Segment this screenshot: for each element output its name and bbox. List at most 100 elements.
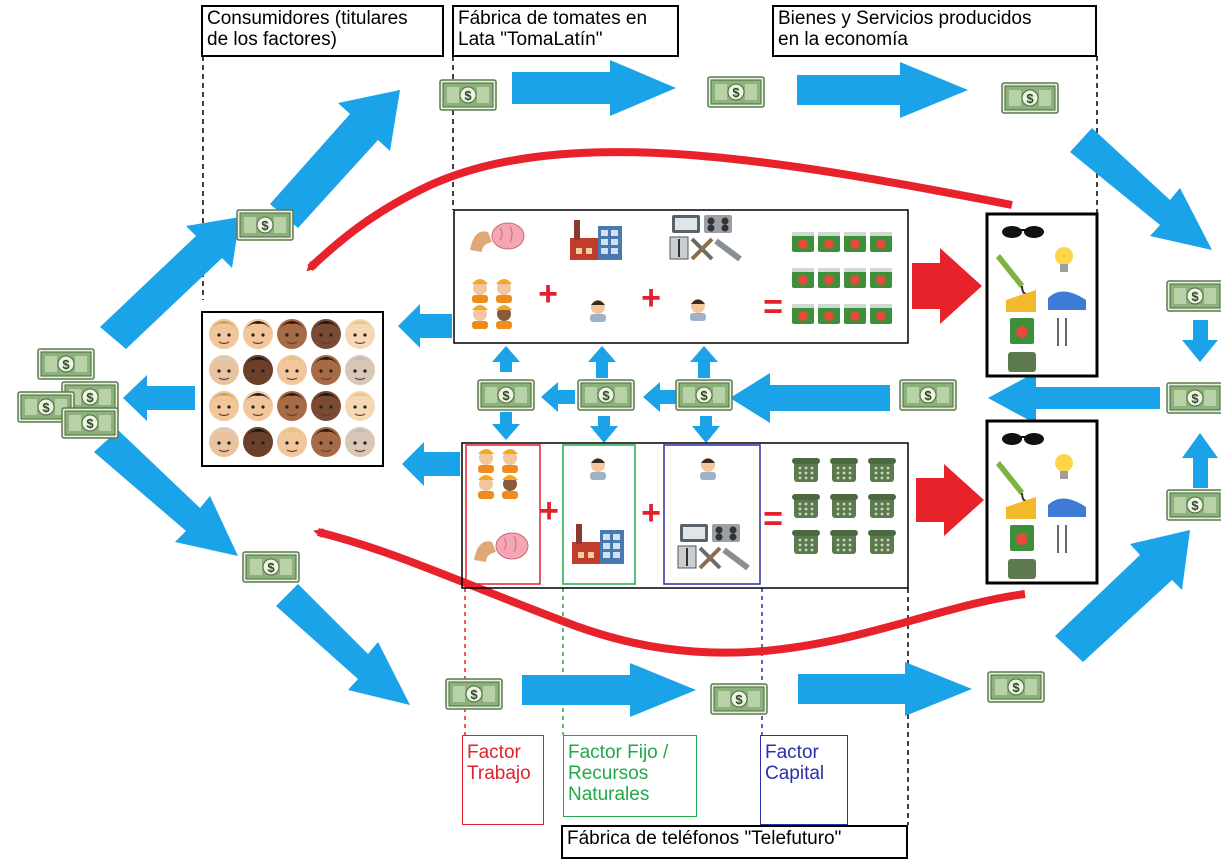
- banknote-icon: $: [236, 209, 294, 241]
- arrow-left-up-2: [270, 90, 400, 228]
- arrow-left-down-1: [94, 430, 238, 556]
- phone-production-box: [461, 442, 909, 589]
- label-consumers: Consumidores (titulares de los factores): [201, 5, 444, 57]
- arrow-top-2: [797, 62, 968, 118]
- label-factor-capital: Factor Capital: [760, 735, 848, 825]
- banknote-icon: $: [61, 381, 119, 413]
- svg-text:$: $: [261, 218, 269, 233]
- label-tomato-factory: Fábrica de tomates en Lata "TomaLatín": [452, 5, 679, 57]
- tomato-labor: [470, 222, 525, 329]
- arrow-mid-3: [541, 382, 575, 412]
- equals-sign: =: [763, 500, 783, 538]
- phone-fixed: [572, 458, 624, 564]
- arrow-right-up: [1055, 530, 1190, 662]
- banknote-icon: $: [1001, 82, 1059, 114]
- tomato-fixed: [570, 220, 622, 322]
- svg-text:$: $: [1012, 680, 1020, 695]
- arrow-down-3: [692, 416, 720, 443]
- banknote-icon: $: [577, 379, 635, 411]
- banknote-icon: $: [37, 348, 95, 380]
- svg-text:$: $: [62, 357, 70, 372]
- banknote-icon: $: [899, 379, 957, 411]
- arrow-right-small-down: [1182, 320, 1218, 362]
- svg-text:$: $: [924, 388, 932, 403]
- banknote-icon: $: [61, 407, 119, 439]
- banknote-icon: $: [1166, 280, 1221, 312]
- svg-text:$: $: [735, 692, 743, 707]
- arrow-mid-2: [643, 382, 676, 412]
- fixed-factor-box: [562, 444, 636, 585]
- label-goods-services: Bienes y Servicios producidos en la econ…: [772, 5, 1097, 57]
- red-curve-bottom: [313, 528, 1026, 657]
- plus-sign: +: [641, 494, 661, 532]
- goods-basket-top: [996, 226, 1086, 372]
- plus-sign: +: [538, 275, 558, 313]
- label-phone-factory: Fábrica de teléfonos "Telefuturo": [561, 825, 908, 859]
- svg-text:$: $: [700, 388, 708, 403]
- arrow-right-small-up: [1182, 433, 1218, 488]
- money-flow-arrows: [94, 60, 1218, 717]
- red-curve-top: [306, 148, 1013, 272]
- phone-capital: [677, 458, 750, 571]
- arrow-mid-long: [988, 372, 1160, 424]
- svg-text:$: $: [1191, 289, 1199, 304]
- goods-flow-arrows: [306, 148, 1026, 657]
- banknote-icon: $: [445, 678, 503, 710]
- arrow-mid-1: [730, 373, 890, 423]
- banknote-icon: $: [710, 683, 768, 715]
- arrow-to-people-bottom: [402, 442, 460, 486]
- arrow-top-1: [512, 60, 676, 116]
- svg-text:$: $: [732, 85, 740, 100]
- svg-text:$: $: [86, 416, 94, 431]
- banknote-icon: $: [987, 671, 1045, 703]
- tomato-production-box: [453, 209, 909, 344]
- equals-sign: =: [763, 288, 783, 326]
- svg-text:$: $: [602, 388, 610, 403]
- arrow-people-to-money: [123, 375, 195, 421]
- label-factor-fixed: Factor Fijo / Recursos Naturales: [563, 735, 697, 817]
- arrow-left-down-2: [276, 584, 410, 705]
- svg-text:$: $: [1191, 391, 1199, 406]
- arrow-up-2: [588, 346, 616, 378]
- svg-text:$: $: [86, 390, 94, 405]
- red-arrow-top: [912, 248, 982, 324]
- banknote-icon: $: [675, 379, 733, 411]
- goods-box-top: [985, 212, 1099, 378]
- banknote-icon: $: [477, 379, 535, 411]
- svg-text:$: $: [267, 560, 275, 575]
- labor-factor-box: [465, 444, 541, 585]
- banknote-icon: $: [1166, 489, 1221, 521]
- plus-sign: +: [641, 279, 661, 317]
- red-arrow-bottom: [916, 464, 984, 536]
- tomato-capital: [669, 215, 742, 321]
- svg-text:$: $: [42, 400, 50, 415]
- banknote-icon: $: [707, 76, 765, 108]
- label-factor-labor: Factor Trabajo: [462, 735, 544, 825]
- banknote-icon: $: [1166, 382, 1221, 414]
- icon-layer: $ $ $ $ $ $ $ $ $ $ $ $ $ $ $ $ $ $ $ + + = + + =: [17, 76, 1221, 715]
- svg-text:$: $: [464, 88, 472, 103]
- capital-factor-box: [663, 444, 761, 585]
- svg-text:$: $: [1191, 498, 1199, 513]
- arrow-to-people-top: [398, 304, 452, 348]
- goods-basket-bottom: [996, 433, 1086, 579]
- svg-text:$: $: [502, 388, 510, 403]
- arrow-up-3: [690, 346, 718, 378]
- banknote-icon: $: [439, 79, 497, 111]
- svg-text:$: $: [1026, 91, 1034, 106]
- goods-box-bottom: [985, 419, 1099, 585]
- arrow-down-2: [590, 416, 618, 443]
- arrow-up-1: [492, 346, 520, 372]
- arrow-right-down: [1070, 128, 1212, 250]
- arrow-bottom-1: [522, 663, 696, 717]
- phone-products: [792, 458, 896, 554]
- tomato-products: [792, 232, 892, 324]
- plus-sign: +: [539, 492, 559, 530]
- banknote-icon: $: [242, 551, 300, 583]
- arrow-down-1: [492, 412, 520, 440]
- arrow-bottom-2: [798, 662, 972, 716]
- banknote-icon: $: [17, 391, 75, 423]
- arrow-left-up-1: [100, 217, 240, 349]
